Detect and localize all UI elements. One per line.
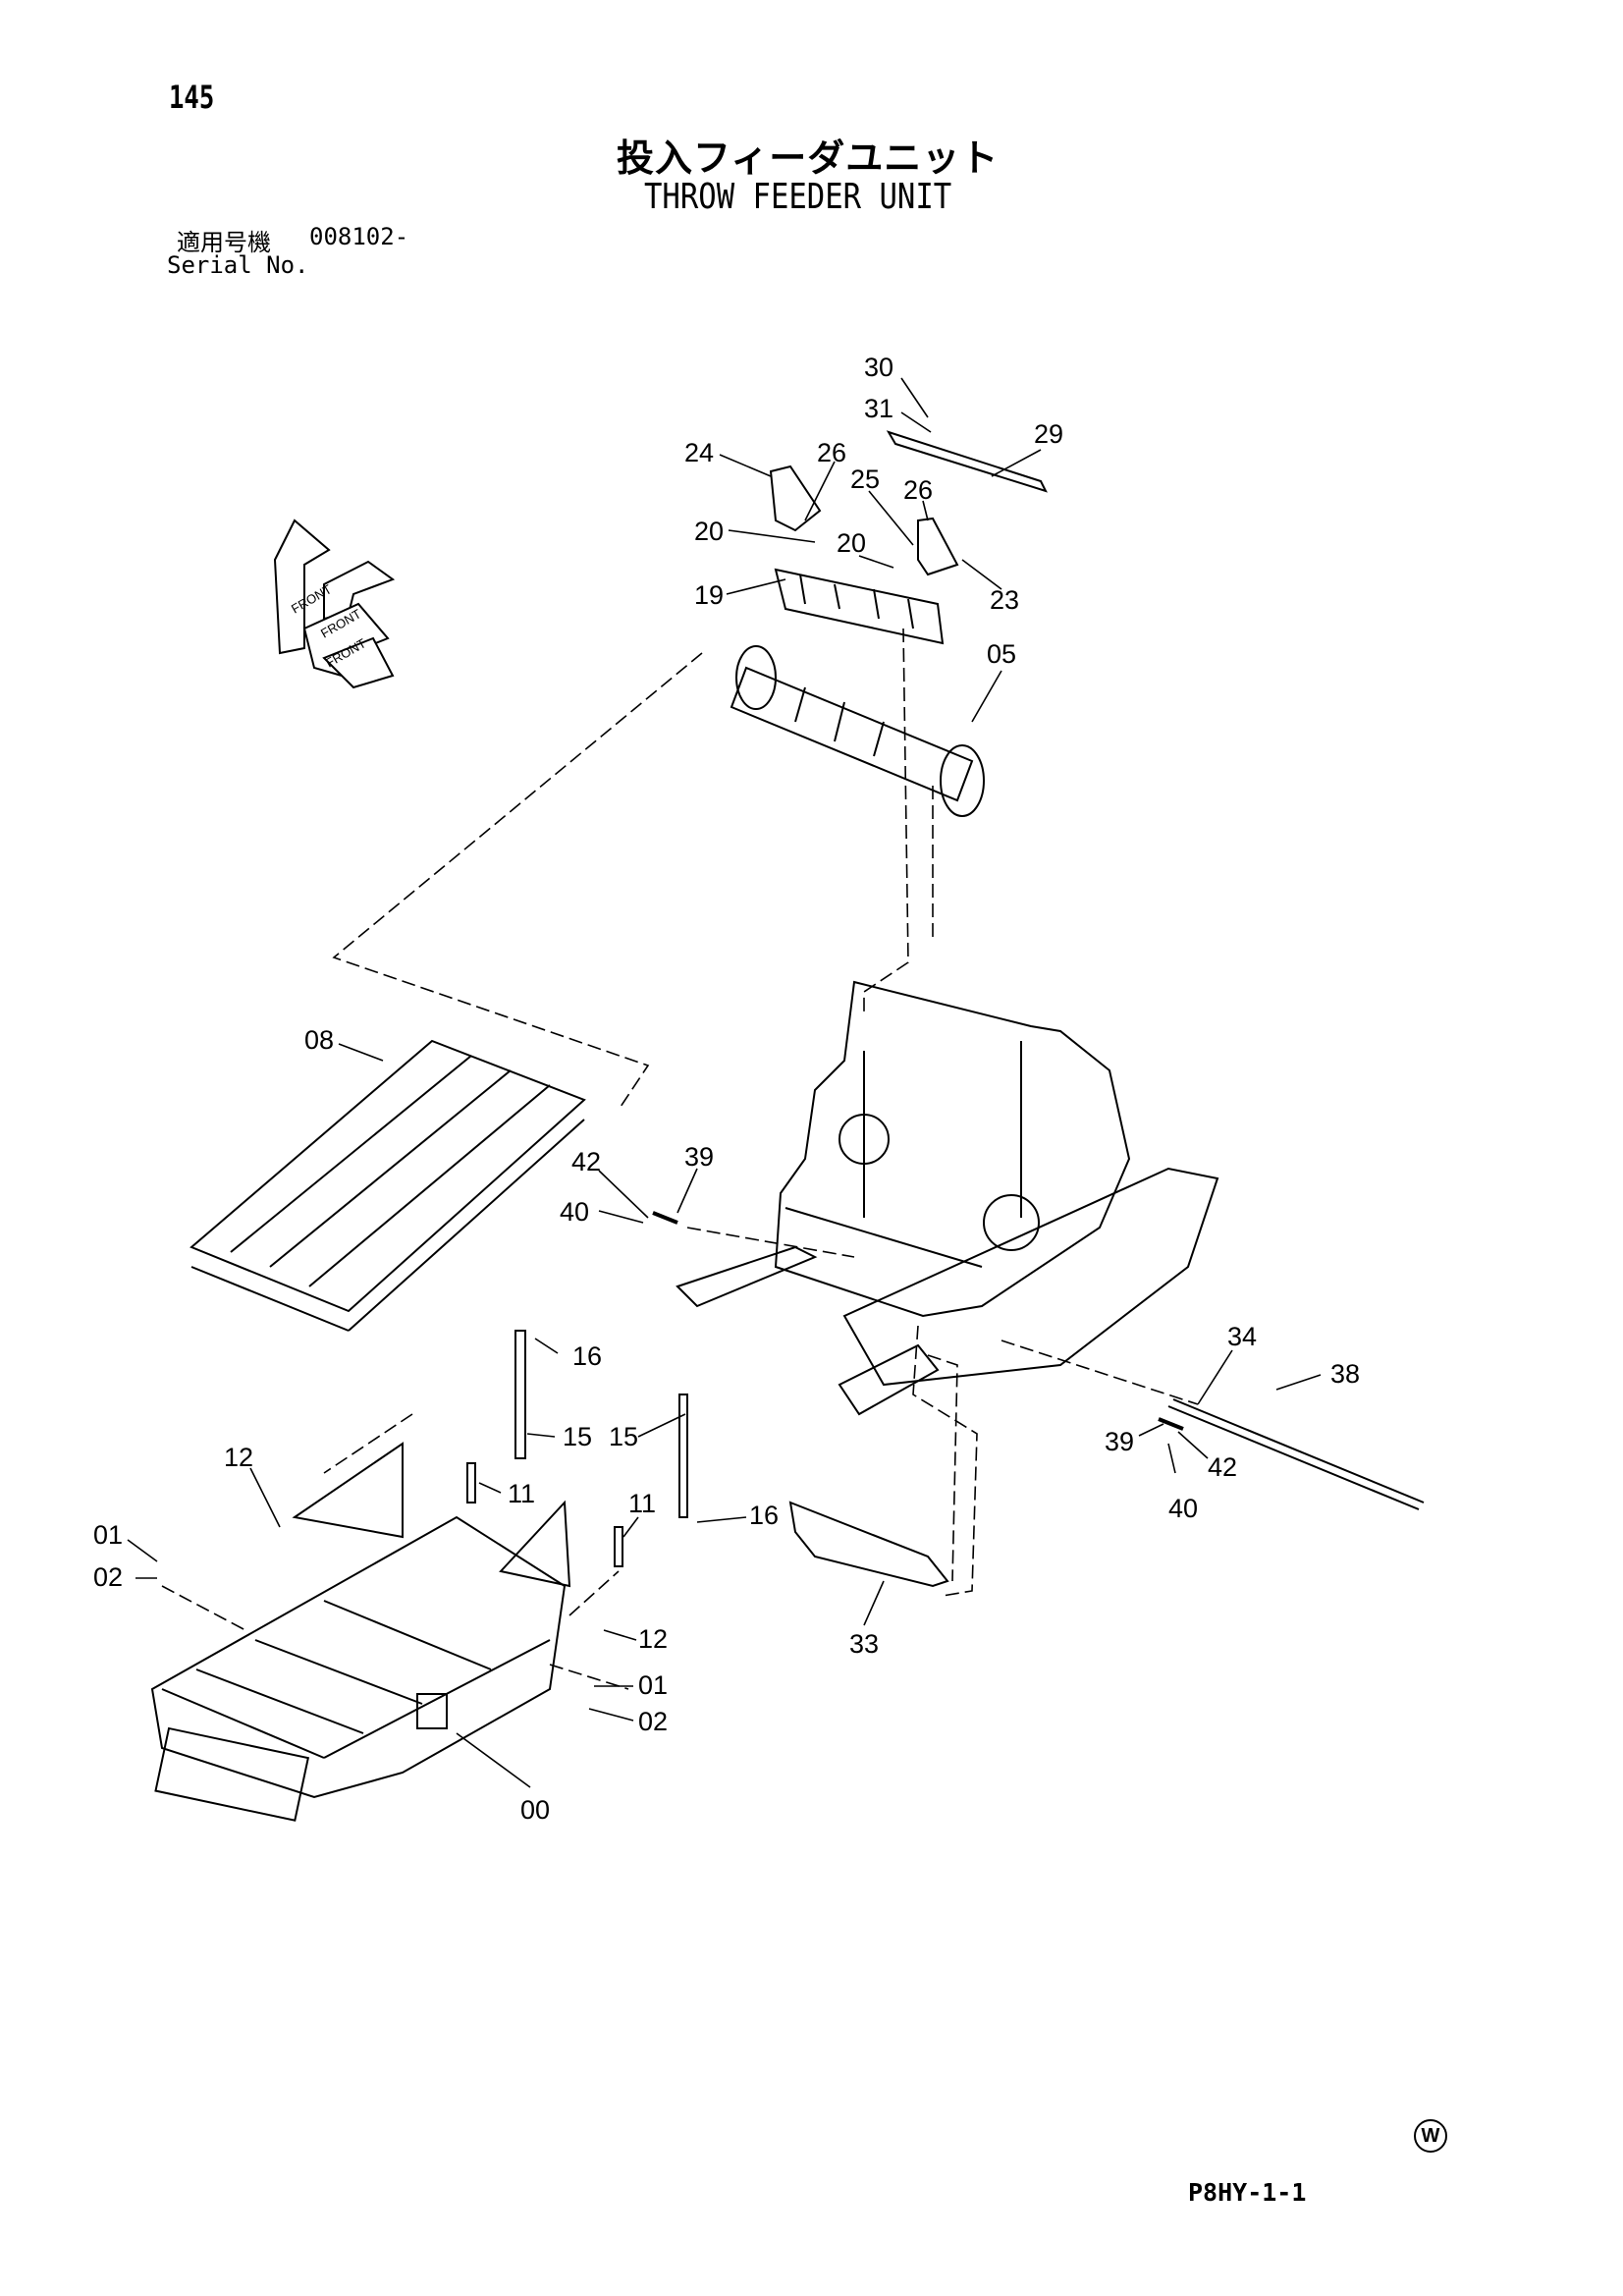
callout-01a: 01 [93,1520,123,1550]
main-frame [676,980,1219,1416]
callout-05: 05 [987,639,1016,669]
hopper-body [150,1442,571,1822]
callout-25: 25 [850,465,880,494]
callout-15a: 15 [563,1422,592,1451]
callout-12b: 12 [638,1624,668,1654]
feeder-drum [730,645,985,817]
page-number: 145 [169,79,215,116]
cable-chain [189,1039,586,1332]
title-english: THROW FEEDER UNIT [644,177,952,217]
callout-12a: 12 [224,1443,253,1472]
pin-39-left [652,1211,678,1225]
callout-01b: 01 [638,1670,668,1700]
callout-34: 34 [1227,1322,1257,1351]
callout-42b: 42 [1208,1452,1237,1482]
callout-26b: 26 [903,475,933,505]
callout-11a: 11 [508,1479,535,1508]
callout-40b: 40 [1168,1494,1198,1523]
callout-38: 38 [1330,1359,1360,1389]
title-japanese: 投入フィーダユニット [617,137,1000,180]
callout-02a: 02 [93,1562,123,1592]
callout-26a: 26 [817,438,846,467]
callout-leaders [127,377,1322,1788]
callout-30: 30 [864,353,893,382]
callout-02b: 02 [638,1707,668,1736]
callout-40a: 40 [560,1197,589,1227]
front-direction-compass: FRONT FRONT FRONT [273,519,396,689]
cover-plate [788,1501,949,1588]
w-mark-symbol: W [1414,2119,1447,2153]
callout-19: 19 [694,580,724,610]
serial-number-value: 008102- [309,223,409,250]
callout-42a: 42 [571,1147,601,1176]
serial-label-english: Serial No. [167,251,309,279]
callout-11b: 11 [628,1489,656,1518]
long-rod [1167,1398,1425,1510]
part-11-right [614,1526,623,1567]
callout-15b: 15 [609,1422,638,1451]
strip-15-right [678,1394,688,1518]
drawing-code: P8HY-1-1 [1188,2178,1307,2207]
callout-24: 24 [684,438,714,467]
top-bracket-assembly [769,430,1048,645]
callout-labels: 30 31 29 24 26 25 26 20 20 19 23 05 08 4… [93,353,1360,1825]
serial-label-japanese: 適用号機 [177,229,271,256]
callout-33: 33 [849,1629,879,1659]
assembly-guide-lines [161,628,1199,1690]
callout-20b: 20 [837,528,866,558]
pin-39-right [1158,1417,1184,1431]
callout-23: 23 [990,585,1019,615]
callout-29: 29 [1034,419,1063,449]
callout-20a: 20 [694,517,724,546]
callout-16a: 16 [572,1341,602,1371]
part-11-left [466,1462,476,1503]
callout-00: 00 [520,1795,550,1825]
strip-15-left [514,1330,526,1459]
callout-16b: 16 [749,1501,779,1530]
callout-31: 31 [864,394,893,423]
callout-39b: 39 [1105,1427,1134,1456]
callout-08: 08 [304,1025,334,1055]
callout-39a: 39 [684,1142,714,1172]
